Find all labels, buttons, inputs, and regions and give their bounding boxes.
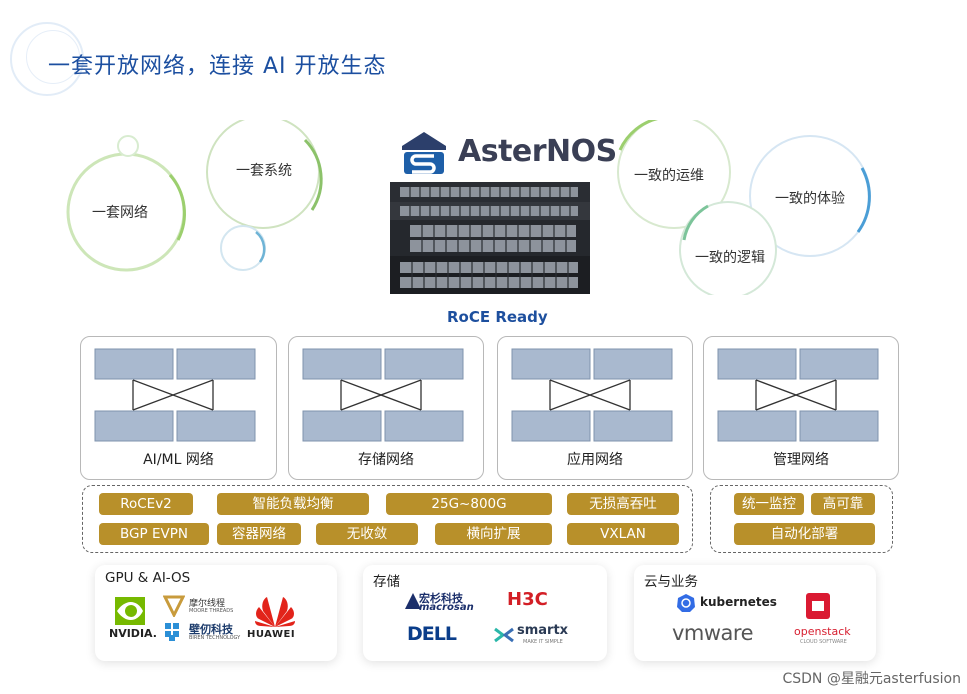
kubernetes-logo-text: kubernetes [700,595,777,609]
vmware-logo-text: vmware [672,621,754,645]
feature-pill: 智能负载均衡 [217,493,369,515]
feature-pill: 自动化部署 [734,523,875,545]
network-topology-icon [511,348,673,442]
smartx-logo-text: smartx [517,623,569,638]
bubble-one-network: 一套网络 [92,205,148,221]
biren-logo-icon [165,623,179,641]
dell-logo-text: DELL [407,623,457,645]
feature-pill: 无收敛 [316,523,418,545]
eco-card-cloud: 云与业务 kubernetes vmware openstack CLOUD S… [634,565,876,661]
network-topology-icon [717,348,879,442]
network-label-management: 管理网络 [773,452,829,468]
feature-pill: 容器网络 [217,523,301,545]
left-bubbles-decoration [66,120,323,272]
bubble-consistent-experience: 一致的体验 [775,191,845,207]
network-label-aiml: AI/ML 网络 [143,452,214,468]
kubernetes-logo-icon [677,594,695,612]
eco-title-storage: 存储 [373,574,400,590]
macrosan-logo-en: macrosan [419,602,474,613]
h3c-logo-text: H3C [507,589,548,610]
feature-pill: 统一监控 [734,493,804,515]
eco-card-storage: 存储 宏杉科技 macrosan H3C DELL smartx MAKE IT… [363,565,607,661]
features-side-box: 统一监控 高可靠 自动化部署 [710,485,893,553]
eco-title-cloud: 云与业务 [644,574,698,590]
network-box-management: 管理网络 [703,336,899,480]
network-topology-icon [302,348,464,442]
feature-pill: VXLAN [567,523,679,545]
brand-name: AsterNOS [458,134,617,169]
nvidia-logo-text: NVIDIA. [109,627,157,640]
features-main-box: RoCEv2 智能负载均衡 25G~800G 无损高吞吐 BGP EVPN 容器… [82,485,693,553]
title-decoration-ring [10,22,84,96]
feature-pill: 横向扩展 [435,523,552,545]
biren-logo-en: BIREN TECHNOLOGY [189,635,241,641]
right-bubbles-decoration [617,120,871,295]
feature-pill: RoCEv2 [99,493,193,515]
huawei-logo-icon [255,597,295,627]
feature-pill: BGP EVPN [99,523,209,545]
openstack-logo-text: openstack [794,625,851,638]
moore-threads-logo-en: MOORE THREADS [189,608,234,614]
eco-title-gpu: GPU & AI-OS [105,570,191,586]
feature-pill: 无损高吞吐 [567,493,679,515]
network-label-application: 应用网络 [567,452,623,468]
moore-threads-logo-cn: 摩尔线程 [189,599,226,609]
asternos-logo-icon [402,132,446,174]
biren-logo-cn: 壁仞科技 [189,623,233,636]
macrosan-logo-icon [405,593,421,609]
openstack-tagline: CLOUD SOFTWARE [800,639,847,645]
macrosan-logo-cn: 宏杉科技 [419,592,463,605]
network-box-storage: 存储网络 [288,336,484,480]
smartx-tagline: MAKE IT SIMPLE [523,639,563,645]
switch-hardware-stack [390,182,590,294]
bubble-one-system: 一套系统 [236,163,292,179]
feature-pill: 25G~800G [386,493,552,515]
huawei-logo-text: HUAWEI [247,629,296,640]
page-title: 一套开放网络，连接 AI 开放生态 [48,54,387,79]
network-topology-icon [94,348,256,442]
network-label-storage: 存储网络 [358,452,414,468]
openstack-logo-icon [806,593,830,619]
smartx-logo-icon [494,627,514,643]
network-box-aiml: AI/ML 网络 [80,336,277,480]
feature-pill: 高可靠 [811,493,875,515]
nvidia-logo-icon [115,597,145,625]
title-decoration-ring-inner [26,30,80,84]
moore-threads-logo-icon [163,595,185,617]
eco-card-gpu: GPU & AI-OS NVIDIA. 摩尔线程 MOORE THREADS 壁… [95,565,337,661]
network-box-application: 应用网络 [497,336,693,480]
bubble-consistent-logic: 一致的逻辑 [695,250,765,266]
watermark: CSDN @星融元asterfusion [782,671,961,687]
bubble-consistent-ops: 一致的运维 [634,168,704,184]
roce-ready-label: RoCE Ready [447,308,548,326]
